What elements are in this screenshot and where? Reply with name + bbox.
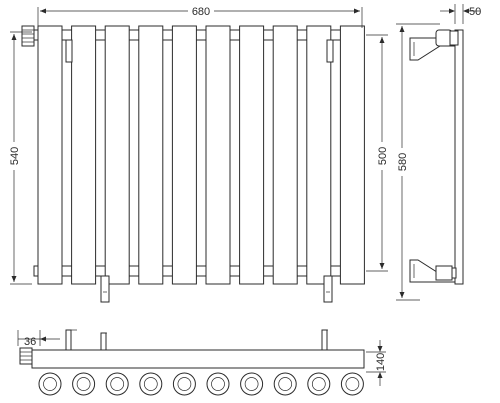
label-plan-depth: 140 xyxy=(375,353,387,371)
plan-tubes xyxy=(38,372,364,396)
bracket-top-right xyxy=(326,39,334,63)
radiator-column xyxy=(205,25,231,285)
radiator-column xyxy=(306,25,332,285)
dim-overall-height: 540 xyxy=(5,31,32,285)
label-valve-offset: 36 xyxy=(24,336,36,348)
dim-plan-depth: 140 xyxy=(366,340,387,386)
plan-tube xyxy=(38,372,62,396)
radiator-column xyxy=(104,25,130,285)
plan-tube xyxy=(172,372,196,396)
radiator-column xyxy=(37,25,63,285)
radiator-column xyxy=(138,25,164,285)
plan-bracket-1 xyxy=(65,329,72,351)
dim-valve-offset: 36 xyxy=(17,330,60,348)
plan-tube xyxy=(139,372,163,396)
radiator-column xyxy=(339,25,365,285)
radiator-column xyxy=(171,25,197,285)
front-view xyxy=(21,25,365,303)
plan-tube xyxy=(240,372,264,396)
label-overall-width: 680 xyxy=(192,6,210,18)
side-panel xyxy=(454,29,464,285)
plan-tube xyxy=(273,372,297,396)
plan-header-bar xyxy=(31,349,365,369)
side-valve-bottom xyxy=(435,265,453,281)
radiator-columns xyxy=(37,25,365,285)
label-side-height: 580 xyxy=(397,153,409,171)
bracket-bottom-right xyxy=(323,275,333,303)
dim-depth: 50 xyxy=(440,4,481,24)
left-valve xyxy=(21,25,35,47)
radiator-column xyxy=(71,25,97,285)
radiator-column xyxy=(239,25,265,285)
dim-overall-width: 680 xyxy=(37,4,363,28)
radiator-column xyxy=(272,25,298,285)
dim-axle-distance: 500 xyxy=(366,34,391,272)
plan-view xyxy=(19,329,365,396)
plan-tube xyxy=(307,372,331,396)
dim-side-height: 580 xyxy=(393,23,440,301)
label-depth: 50 xyxy=(469,6,481,18)
plan-tube xyxy=(206,372,230,396)
label-axle-distance: 500 xyxy=(377,147,389,165)
plan-tube xyxy=(340,372,364,396)
plan-bracket-3 xyxy=(321,329,328,351)
label-overall-height: 540 xyxy=(9,147,21,165)
side-view xyxy=(409,29,464,285)
plan-bracket-2 xyxy=(100,332,107,351)
plan-tube xyxy=(72,372,96,396)
plan-tube xyxy=(105,372,129,396)
bracket-bottom-left xyxy=(100,275,110,303)
bracket-top-left xyxy=(65,39,73,63)
